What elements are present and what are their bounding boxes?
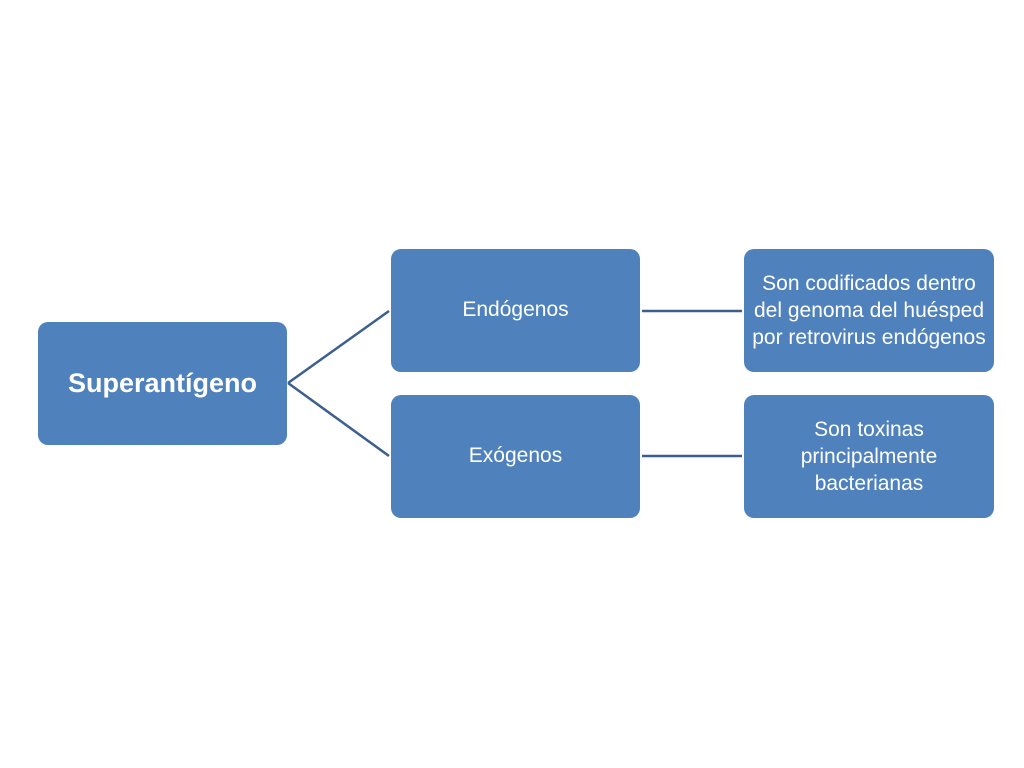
root-node-label: Superantígeno — [67, 367, 257, 398]
node-exogenos-label: Exógenos — [468, 444, 563, 468]
node-endogenos: Endógenos — [391, 249, 640, 372]
node-endogenos-description-text: Son codificados dentro del genoma del hu… — [752, 271, 986, 350]
node-endogenos-label: Endógenos — [462, 298, 569, 322]
connector-root-to-endogenos — [287, 309, 390, 385]
connector-root-to-exogenos — [287, 381, 390, 458]
node-exogenos-description-text: Son toxinas principalmente bacterianas — [800, 417, 938, 496]
root-node: Superantígeno — [38, 322, 287, 445]
node-exogenos: Exógenos — [391, 395, 640, 518]
node-exogenos-description: Son toxinas principalmente bacterianas — [744, 395, 994, 518]
node-endogenos-description: Son codificados dentro del genoma del hu… — [744, 249, 994, 372]
